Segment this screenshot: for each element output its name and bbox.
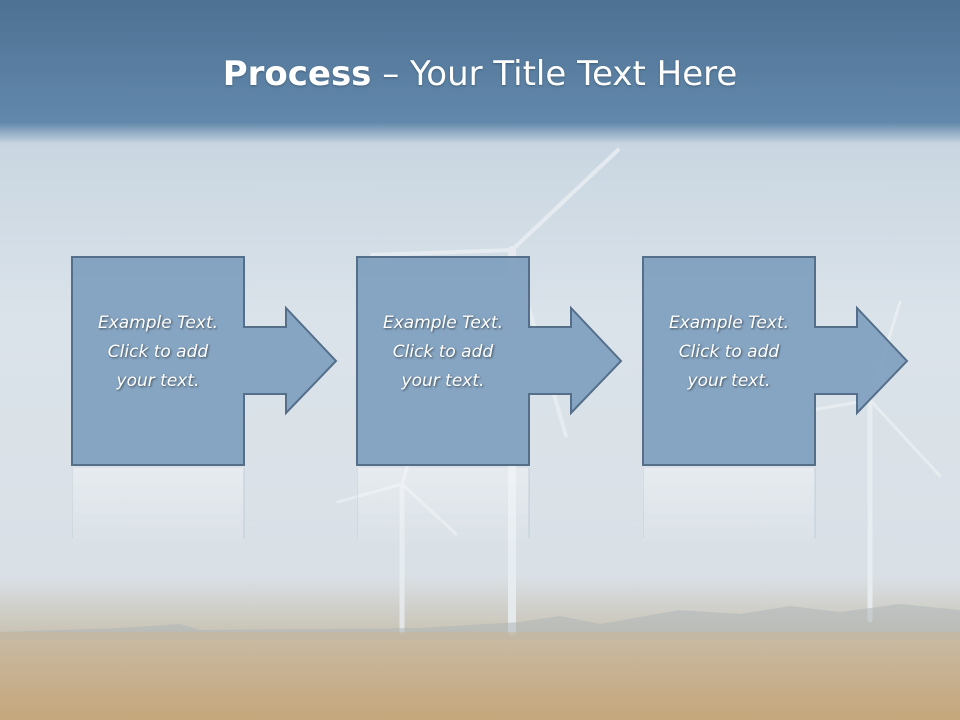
step-arrow-shape — [356, 256, 623, 466]
step-reflection — [72, 468, 245, 548]
step-reflection — [357, 468, 530, 548]
step-arrow-shape — [642, 256, 909, 466]
step-reflection — [643, 468, 816, 548]
process-step-3[interactable]: Example Text. Click to add your text. — [642, 256, 915, 467]
title-bold: Process — [222, 54, 372, 94]
step-text: Example Text. Click to add your text. — [382, 313, 504, 391]
step-text: Example Text. Click to add your text. — [668, 313, 790, 391]
slide-title[interactable]: Process – Your Title Text Here — [0, 52, 960, 96]
step-arrow-shape — [71, 256, 338, 466]
process-step-1[interactable]: Example Text. Click to add your text. — [71, 256, 344, 467]
step-text: Example Text. Click to add your text. — [97, 313, 219, 391]
process-step-2[interactable]: Example Text. Click to add your text. — [356, 256, 629, 467]
title-rest: – Your Title Text Here — [371, 54, 738, 94]
